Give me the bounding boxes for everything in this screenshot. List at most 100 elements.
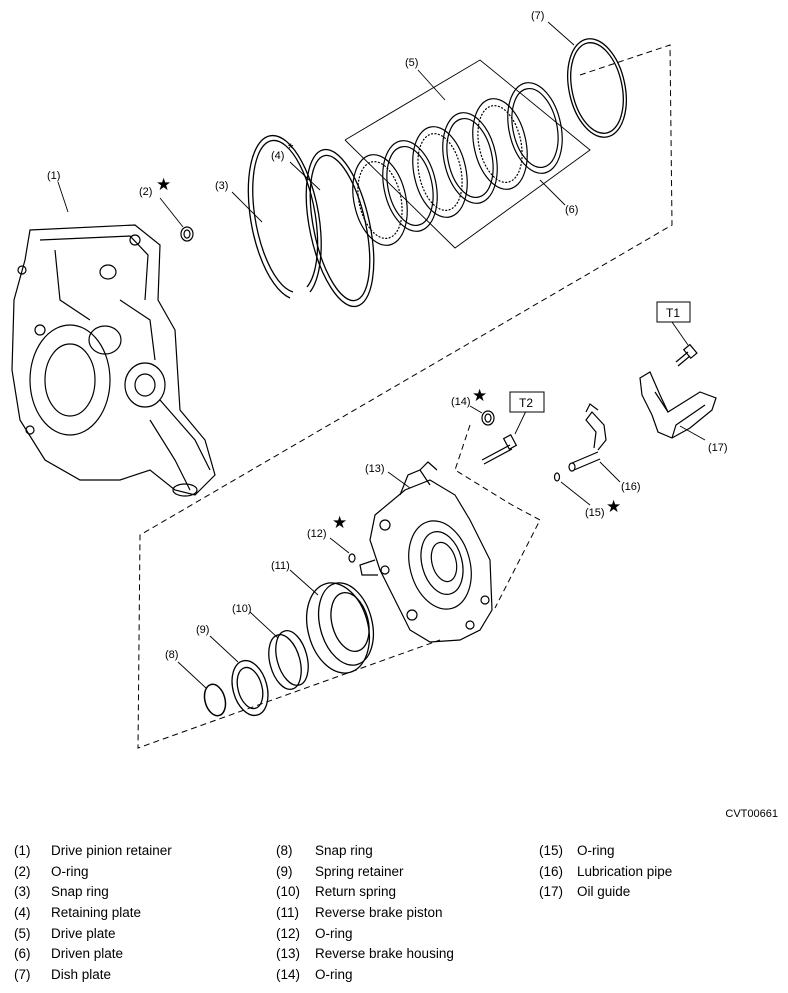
legend-name: O-ring (577, 843, 615, 858)
figure-code: CVT00661 (725, 808, 778, 820)
exploded-view-diagram: (1) (2) (3) (4) (5) (6) (7) (8) (9) (10)… (11, 10, 728, 749)
callout-14: (14) (451, 396, 471, 408)
torque-box-t2 (509, 391, 545, 413)
callout-9: (9) (196, 624, 209, 636)
leader-line-15 (560, 481, 591, 506)
legend-name: O-ring (315, 925, 353, 941)
legend-item: (9)Spring retainer (276, 864, 454, 885)
dish-plate-7 (567, 38, 627, 138)
legend-num: (12) (276, 925, 301, 941)
torque-box-t1 (656, 301, 691, 323)
callout-5: (5) (405, 57, 418, 69)
leader-line-12 (329, 537, 350, 554)
o-ring-2 (180, 226, 194, 242)
legend-num: (7) (14, 967, 31, 983)
callout-3: (3) (215, 180, 228, 192)
legend-num: (3) (14, 884, 31, 900)
legend-num: (13) (276, 946, 301, 962)
parts-legend: (1) Drive pinion retainer (2)O-ring (3) Sn… (0, 843, 788, 993)
o-ring-14 (481, 410, 495, 426)
legend-name: O-ring (51, 863, 89, 879)
leader-line-t2 (514, 410, 527, 435)
leader-line-t1 (671, 321, 689, 346)
legend-item: (11) Reverse brake piston (276, 905, 454, 926)
legend-item: (6)Driven plate (14, 946, 172, 967)
callout-11: (11) (271, 560, 290, 572)
legend-num: (5) (14, 925, 31, 941)
leader-line-16 (599, 461, 621, 483)
legend-num: (10) (276, 884, 301, 900)
lubrication-pipe-16 (568, 403, 607, 472)
leader-line-3 (231, 191, 263, 223)
callout-17: (17) (708, 442, 728, 454)
legend-item: (15)O-ring (539, 843, 672, 864)
legend-item: (16)Lubrication pipe (539, 864, 672, 885)
legend-num: (4) (14, 905, 31, 921)
legend-num: (8) (276, 843, 293, 858)
legend-num: (16) (539, 863, 564, 879)
leader-line-11 (289, 569, 319, 596)
legend-name: Reverse brake piston (315, 905, 443, 921)
clutch-pack-bracket (344, 59, 591, 249)
reverse-brake-piston-11 (306, 582, 375, 674)
drive-pinion-retainer (11, 224, 216, 497)
reverse-brake-housing-13 (359, 461, 493, 643)
legend-num: (14) (276, 967, 301, 983)
legend-name: Snap ring (51, 884, 109, 900)
oil-guide-17 (639, 371, 717, 439)
star-mark-15: ★ (606, 497, 621, 516)
leader-line-9 (209, 635, 239, 663)
star-mark-2: ★ (156, 175, 171, 194)
legend-column-3: (15)O-ring (16)Lubrication pipe (17) Oil … (539, 843, 672, 905)
retaining-plate-4 (305, 148, 375, 308)
clutch-plates (352, 82, 563, 246)
leader-line-10 (249, 611, 279, 639)
legend-item: (14) O-ring (276, 967, 454, 988)
leader-line-8 (177, 661, 207, 689)
callout-2: (2) (139, 186, 152, 198)
legend-name: O-ring (315, 967, 353, 983)
legend-item: (3) Snap ring (14, 884, 172, 905)
callout-1: (1) (47, 170, 60, 182)
snap-ring-3 (247, 134, 322, 299)
legend-item: (1) Drive pinion retainer (14, 843, 172, 864)
bolt-t1 (675, 343, 698, 367)
callout-6: (6) (565, 204, 578, 216)
legend-name: Retaining plate (51, 905, 142, 921)
legend-item: (4) Retaining plate (14, 905, 172, 926)
legend-name: Dish plate (51, 967, 112, 983)
legend-num: (17) (539, 884, 564, 900)
callout-15: (15) (585, 507, 605, 519)
legend-name: Snap ring (315, 843, 373, 858)
torque-label-t1: T1 (666, 306, 680, 320)
bolt-t2 (481, 434, 518, 465)
callout-8: (8) (165, 649, 178, 661)
leader-line-7 (547, 21, 575, 46)
legend-column-1: (1) Drive pinion retainer (2)O-ring (3) Sn… (14, 843, 172, 988)
o-ring-15 (553, 472, 561, 482)
legend-num: (9) (276, 863, 293, 879)
legend-name: Oil guide (577, 884, 631, 900)
legend-num: (11) (276, 905, 300, 921)
leader-line-2 (159, 197, 184, 228)
callout-7: (7) (531, 10, 544, 22)
callout-13: (13) (365, 463, 385, 475)
legend-item: (2)O-ring (14, 864, 172, 885)
legend-item: (8) Snap ring (276, 843, 454, 864)
spring-retainer-9 (231, 659, 269, 717)
star-mark-12: ★ (332, 513, 347, 532)
o-ring-12 (348, 553, 356, 563)
legend-name: Drive pinion retainer (51, 843, 172, 858)
leader-line-5 (417, 69, 446, 101)
leader-line-1 (57, 181, 69, 213)
asterisk-mark-4: * (288, 140, 294, 156)
legend-item: (17) Oil guide (539, 884, 672, 905)
legend-num: (1) (14, 843, 31, 858)
leader-line-14 (469, 405, 483, 414)
callout-16: (16) (621, 481, 641, 493)
callout-4: (4) (271, 150, 284, 162)
legend-column-2: (8)Snap ring (9)Spring retainer (10)Retu… (276, 843, 454, 988)
legend-name: Driven plate (51, 946, 124, 962)
leader-line-6 (539, 179, 566, 206)
legend-name: Reverse brake housing (315, 946, 454, 962)
